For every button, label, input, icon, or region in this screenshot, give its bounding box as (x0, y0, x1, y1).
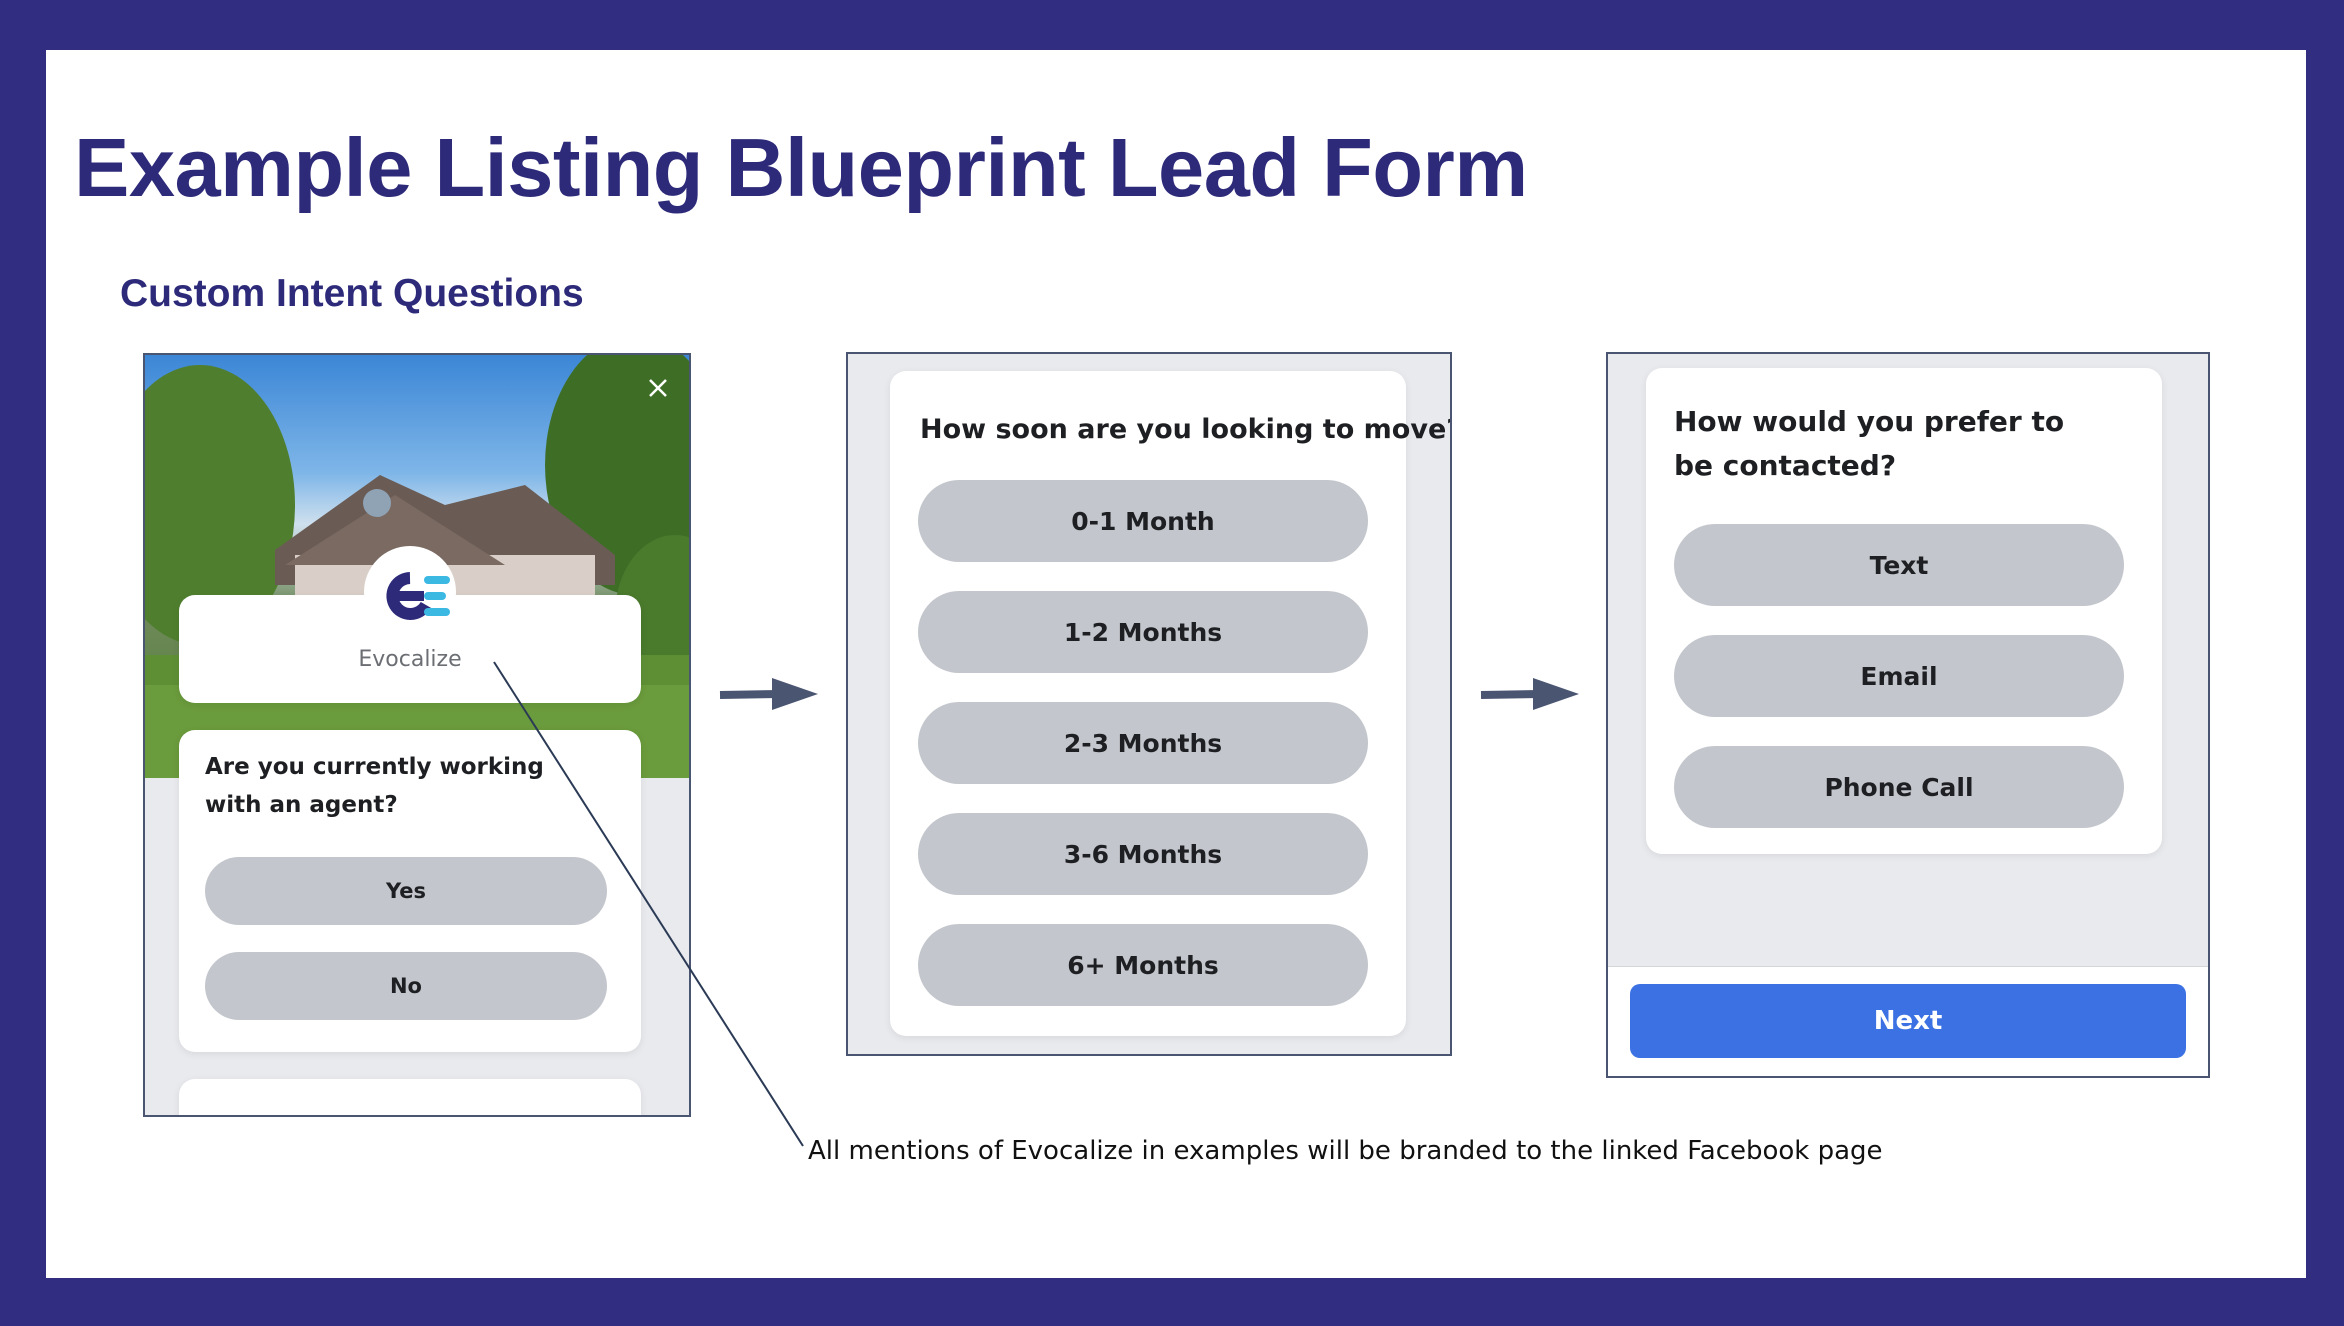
question-card: How would you prefer to be contacted? Te… (1646, 368, 2162, 854)
section-subtitle: Custom Intent Questions (120, 272, 584, 315)
option-text-button[interactable]: Text (1674, 524, 2124, 606)
page-title: Example Listing Blueprint Lead Form (74, 121, 1528, 214)
option-2-3-months-button[interactable]: 2-3 Months (918, 702, 1368, 784)
question-text: Are you currently working with an agent? (205, 754, 544, 818)
option-yes-button[interactable]: Yes (205, 857, 607, 925)
option-email-button[interactable]: Email (1674, 635, 2124, 717)
option-no-button[interactable]: No (205, 952, 607, 1020)
option-phone-call-button[interactable]: Phone Call (1674, 746, 2124, 828)
evocalize-logo-icon (364, 546, 456, 638)
option-3-6-months-button[interactable]: 3-6 Months (918, 813, 1368, 895)
annotation-pointer-line (493, 661, 804, 1147)
question-card: Are you currently working with an agent?… (179, 730, 641, 1052)
brand-name: Evocalize (358, 647, 462, 672)
lead-form-contact-preference: How would you prefer to be contacted? Te… (1606, 352, 2210, 1078)
question-text: How soon are you looking to move? (920, 414, 1452, 445)
question-text: How would you prefer to be contacted? (1674, 405, 2065, 482)
close-icon[interactable] (647, 377, 669, 399)
arrow-right-icon (719, 678, 818, 710)
lead-form-intro: Evocalize Are you currently working with… (143, 353, 691, 1117)
arrow-right-icon (1480, 678, 1579, 710)
next-button[interactable]: Next (1630, 984, 2186, 1058)
option-0-1-month-button[interactable]: 0-1 Month (918, 480, 1368, 562)
branding-note: All mentions of Evocalize in examples wi… (808, 1136, 1883, 1166)
next-card-peek (179, 1079, 641, 1115)
lead-form-move-timing: How soon are you looking to move? 0-1 Mo… (846, 352, 1452, 1056)
option-6-plus-months-button[interactable]: 6+ Months (918, 924, 1368, 1006)
option-1-2-months-button[interactable]: 1-2 Months (918, 591, 1368, 673)
question-card: How soon are you looking to move? 0-1 Mo… (890, 371, 1452, 1036)
